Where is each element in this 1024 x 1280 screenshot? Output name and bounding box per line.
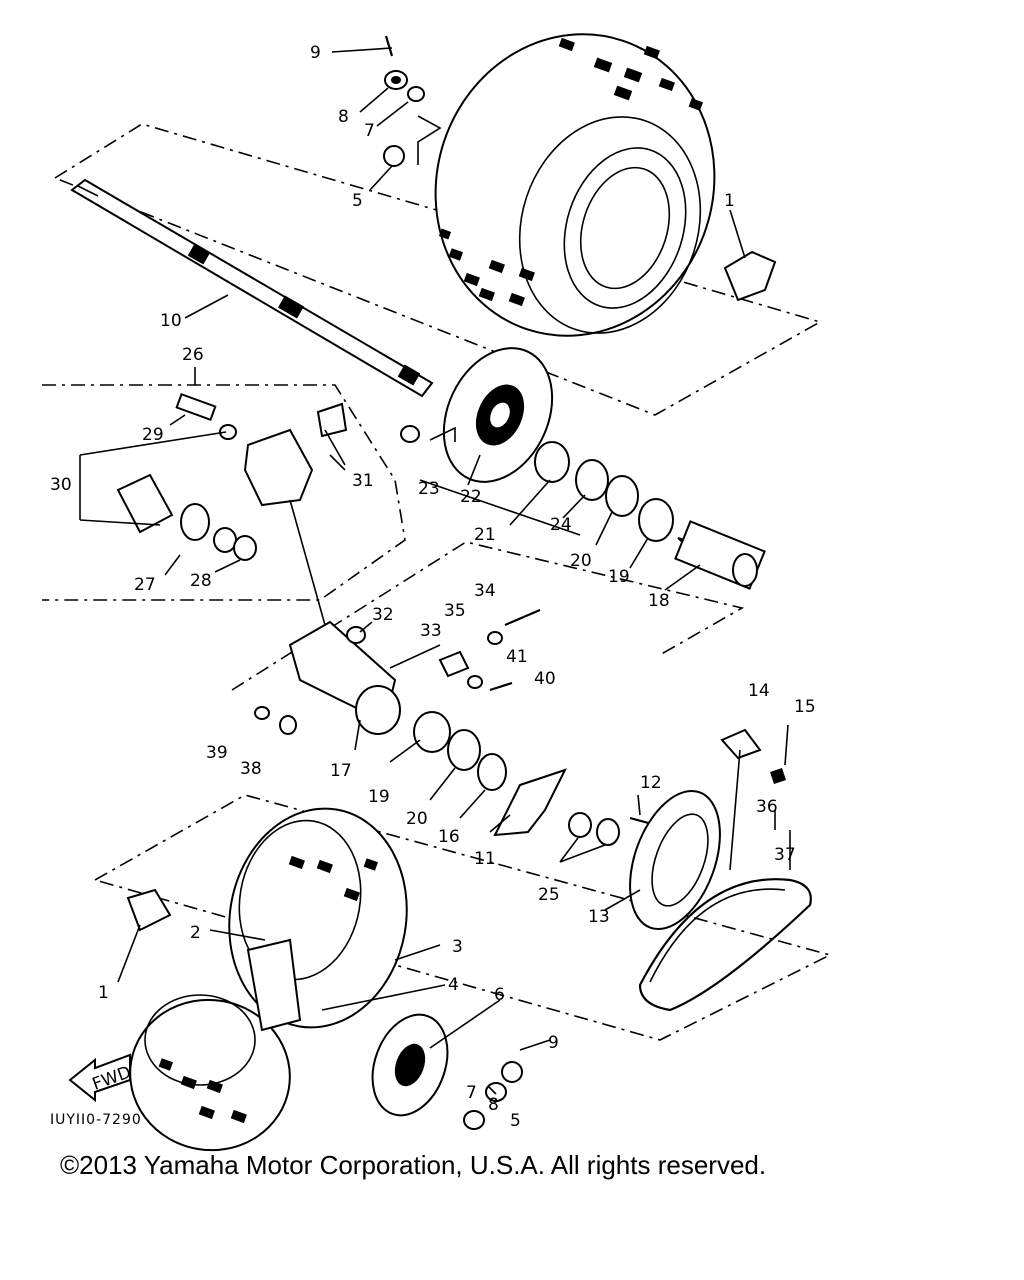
part-label-19: 19 bbox=[608, 567, 630, 587]
part-label-21: 21 bbox=[474, 525, 496, 545]
part-label-11: 11 bbox=[474, 849, 496, 869]
tread-blocks-lower bbox=[158, 855, 379, 1124]
part-label-39: 39 bbox=[206, 743, 228, 763]
part-label-19: 19 bbox=[368, 787, 390, 807]
rear-axle bbox=[70, 178, 434, 398]
part-label-40: 40 bbox=[534, 669, 556, 689]
part-label-31: 31 bbox=[352, 471, 374, 491]
part-label-30: 30 bbox=[50, 475, 72, 495]
part-label-36: 36 bbox=[756, 797, 778, 817]
part-label-18: 18 bbox=[648, 591, 670, 611]
leader-lines bbox=[117, 294, 791, 1095]
part-label-4: 4 bbox=[448, 975, 459, 995]
part-label-27: 27 bbox=[134, 575, 156, 595]
diagram-reference-code: IUYII0-7290 bbox=[50, 1112, 142, 1128]
rear-wheel-lower bbox=[126, 807, 551, 1152]
part-label-28: 28 bbox=[190, 571, 212, 591]
assembly-planes bbox=[42, 123, 833, 1041]
part-label-20: 20 bbox=[570, 551, 592, 571]
part-label-34: 34 bbox=[474, 581, 496, 601]
part-label-3: 3 bbox=[452, 937, 463, 957]
part-label-7: 7 bbox=[466, 1083, 477, 1103]
part-label-8: 8 bbox=[488, 1095, 499, 1115]
part-label-15: 15 bbox=[794, 697, 816, 717]
part-label-12: 12 bbox=[640, 773, 662, 793]
part-label-10: 10 bbox=[160, 311, 182, 331]
part-label-14: 14 bbox=[748, 681, 770, 701]
part-label-35: 35 bbox=[444, 601, 466, 621]
brake-disc-and-hub bbox=[400, 347, 766, 590]
part-label-20: 20 bbox=[406, 809, 428, 829]
part-label-29: 29 bbox=[142, 425, 164, 445]
bearings-and-sprocket-hub bbox=[413, 711, 653, 846]
part-number-labels: 9 8 7 5 1 10 26 29 31 30 23 22 21 24 20 … bbox=[50, 43, 816, 1131]
upper-hardware bbox=[331, 35, 777, 302]
part-label-32: 32 bbox=[372, 605, 394, 625]
part-label-9: 9 bbox=[310, 43, 321, 63]
brake-caliper-assembly bbox=[79, 392, 348, 626]
part-label-5: 5 bbox=[510, 1111, 521, 1131]
tread-blocks-upper bbox=[438, 37, 704, 307]
part-label-1: 1 bbox=[98, 983, 109, 1003]
copyright-notice: ©2013 Yamaha Motor Corporation, U.S.A. A… bbox=[60, 1150, 767, 1180]
part-label-33: 33 bbox=[420, 621, 442, 641]
part-label-37: 37 bbox=[774, 845, 796, 865]
part-label-2: 2 bbox=[190, 923, 201, 943]
sprocket-and-chain bbox=[629, 728, 812, 1012]
part-label-22: 22 bbox=[460, 487, 482, 507]
part-label-38: 38 bbox=[240, 759, 262, 779]
part-label-6: 6 bbox=[494, 985, 505, 1005]
axle-housing bbox=[254, 608, 541, 751]
part-label-8: 8 bbox=[338, 107, 349, 127]
part-label-25: 25 bbox=[538, 885, 560, 905]
rear-wheel-upper bbox=[434, 33, 716, 337]
fwd-arrow: FWD bbox=[68, 1053, 134, 1103]
part-label-17: 17 bbox=[330, 761, 352, 781]
part-label-13: 13 bbox=[588, 907, 610, 927]
part-label-26: 26 bbox=[182, 345, 204, 365]
part-label-23: 23 bbox=[418, 479, 440, 499]
part-label-16: 16 bbox=[438, 827, 460, 847]
part-label-7: 7 bbox=[364, 121, 375, 141]
part-label-24: 24 bbox=[550, 515, 572, 535]
part-label-1: 1 bbox=[724, 191, 735, 211]
part-label-41: 41 bbox=[506, 647, 528, 667]
part-label-9: 9 bbox=[548, 1033, 559, 1053]
part-label-5: 5 bbox=[352, 191, 363, 211]
